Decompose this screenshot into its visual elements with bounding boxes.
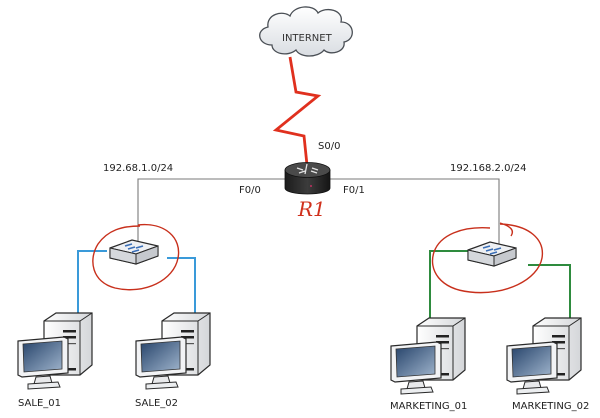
left-switch-icon <box>109 239 159 265</box>
link-router-left-switch <box>137 178 285 246</box>
right-switch-annotation-circle <box>431 222 544 294</box>
link-right-switch-marketing01 <box>429 250 470 320</box>
host-label-sale01: SALE_01 <box>18 398 61 409</box>
right-subnet-label: 192.168.2.0/24 <box>450 163 527 174</box>
host-label-sale02: SALE_02 <box>135 398 178 409</box>
link-left-switch-sale01 <box>77 250 107 318</box>
link-right-switch-marketing02 <box>528 264 571 320</box>
router-icon <box>284 162 331 195</box>
host-label-marketing01: MARKETING_01 <box>390 401 468 412</box>
pc-marketing01-icon <box>390 317 466 395</box>
pc-sale01-icon <box>17 312 93 390</box>
left-switch-annotation-circle <box>92 223 180 291</box>
right-switch-icon <box>467 241 517 267</box>
port-f00-label: F0/0 <box>239 185 261 196</box>
router-name-annotation: R1 <box>298 197 326 221</box>
link-router-right-switch <box>330 178 500 246</box>
port-s00-label: S0/0 <box>318 141 341 152</box>
wan-serial-link <box>272 56 322 166</box>
link-left-switch-sale02 <box>167 257 196 318</box>
pc-marketing02-icon <box>506 317 582 395</box>
port-f01-label: F0/1 <box>343 185 365 196</box>
host-label-marketing02: MARKETING_02 <box>512 401 590 412</box>
pc-sale02-icon <box>135 312 211 390</box>
left-subnet-label: 192.68.1.0/24 <box>103 163 174 174</box>
internet-cloud-icon <box>259 6 353 57</box>
internet-label: INTERNET <box>282 33 332 44</box>
